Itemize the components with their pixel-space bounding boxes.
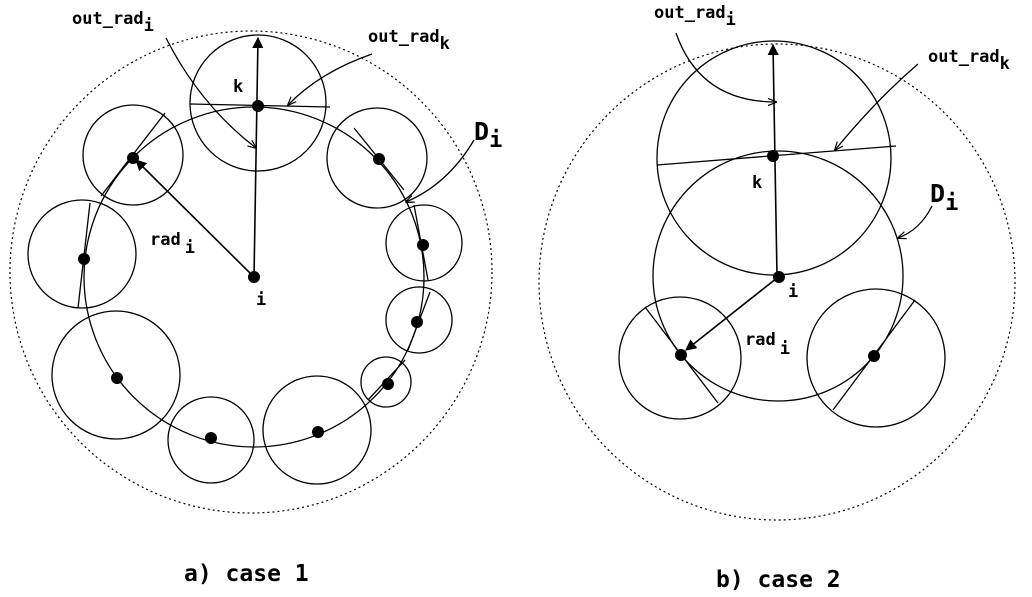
child-node-dot <box>111 372 123 384</box>
outer-disc-a <box>9 30 493 514</box>
node-i-label: i <box>788 282 798 302</box>
caption-case-1: a) case 1 <box>184 561 309 587</box>
out-rad-k-label: out_radk <box>368 27 450 54</box>
out-rad-i-label: out_radi <box>72 9 154 36</box>
node-i-label: i <box>256 290 266 310</box>
child-node-dot <box>205 432 217 444</box>
child-node-dot <box>411 316 423 328</box>
caption-case-2: b) case 2 <box>716 567 841 593</box>
out-rad-i-leader-a <box>165 37 256 148</box>
child-node-dot <box>417 239 429 251</box>
child-node-dot <box>382 378 394 390</box>
out-rad-vector-a <box>252 36 264 278</box>
child-node-dot <box>675 349 687 361</box>
nodes-a <box>78 100 429 444</box>
node-i-dot <box>773 271 785 283</box>
child-circle <box>82 104 184 206</box>
rad-vector-b <box>685 277 778 351</box>
child-node-dot <box>373 153 385 165</box>
d-i-label: Di <box>474 117 502 153</box>
child-circle <box>326 107 428 209</box>
out-rad-i-label: out_radi <box>654 3 736 30</box>
node-i-dot <box>248 271 260 283</box>
placement-circle-b <box>652 150 904 402</box>
out-rad-k-label: out_radk <box>928 47 1010 74</box>
child-node-dot <box>78 253 90 265</box>
child-circle <box>806 288 946 428</box>
child-circle <box>262 375 372 485</box>
child-circle <box>189 34 327 172</box>
child-node-dot <box>312 426 324 438</box>
child-circle <box>27 199 137 309</box>
out-rad-k-leader-b <box>835 63 919 150</box>
child-node-dot <box>127 152 139 164</box>
node-k-label: k <box>752 173 762 193</box>
child-circle <box>618 296 742 420</box>
out-rad-i-leader-b <box>675 32 776 102</box>
child-circles-a <box>27 34 463 485</box>
child-circle <box>385 286 453 354</box>
child-circle <box>385 204 463 282</box>
rad-vector-a <box>135 159 255 278</box>
node-k-label: k <box>233 77 243 97</box>
node-k-dot <box>767 150 779 162</box>
node-k-dot <box>252 100 264 112</box>
d-i-label: Di <box>930 179 958 216</box>
child-node-dot <box>868 350 880 362</box>
child-circle <box>51 310 181 440</box>
d-i-leader-a <box>406 139 475 202</box>
d-i-leader-b <box>898 205 933 238</box>
out-rad-k-leader-a <box>288 53 373 105</box>
child-circle <box>167 396 255 484</box>
child-circle <box>360 356 412 408</box>
